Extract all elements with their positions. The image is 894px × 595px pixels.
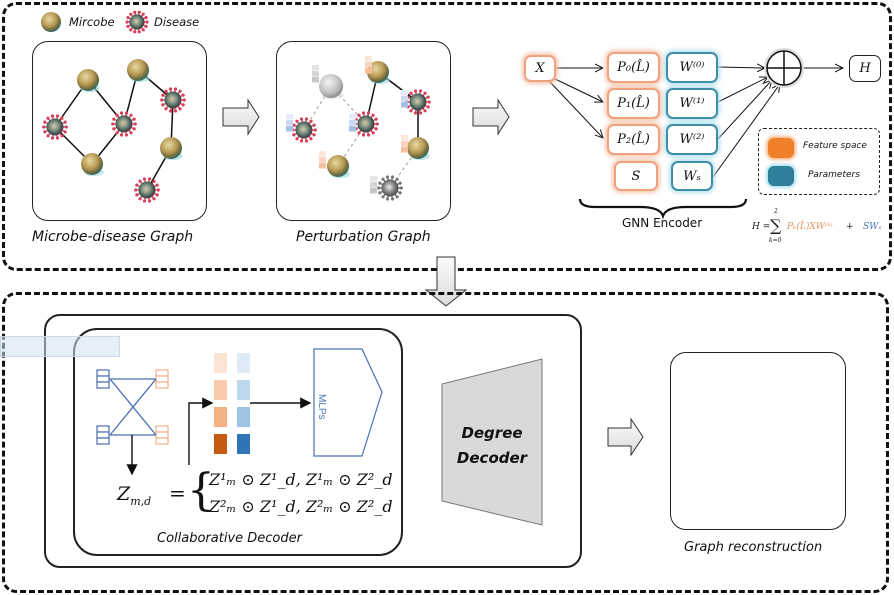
output-h-box: H	[849, 55, 881, 82]
cross-links	[109, 378, 157, 436]
output-h-label: H	[859, 61, 871, 76]
embedding-bar	[349, 114, 356, 132]
formula-plus: +	[846, 222, 854, 232]
interaction-vectors	[214, 353, 250, 454]
microbe-node	[327, 155, 350, 179]
perturbation-graph-caption: Perturbation Graph	[296, 229, 431, 245]
z-brace: {	[187, 465, 215, 516]
disease-node	[111, 111, 137, 137]
formula-term1: Pₖ(L̂)XW⁽ᵏ⁾	[787, 222, 833, 232]
perturbation-graph	[286, 56, 431, 201]
microbe-embedding-2	[96, 425, 110, 445]
disease-node	[42, 114, 68, 140]
embedding-bar	[286, 114, 293, 132]
arrow-to-vectors	[188, 397, 214, 465]
blue-vector-cell	[237, 380, 250, 400]
formula-sum: ∑	[770, 216, 782, 235]
input-x-label: X	[535, 61, 545, 76]
embedding-bar	[401, 90, 408, 108]
p1-label: P₁(L̂)	[617, 96, 650, 111]
formula-sum-top: 2	[774, 208, 778, 215]
feature-box-s: S	[614, 161, 658, 191]
z-lhs: Zm,d	[117, 483, 152, 508]
mlp-label: MLPs	[316, 394, 327, 420]
input-x-box: X	[524, 55, 556, 82]
feature-space-label: Feature space	[803, 141, 867, 151]
feature-box-p1: P₁(L̂)	[607, 88, 660, 119]
feature-box-p0: P₀(L̂)	[607, 52, 660, 83]
microbe-node	[160, 137, 183, 161]
blue-vector-cell	[237, 407, 250, 427]
param-box-w2: W⁽²⁾	[666, 124, 718, 155]
formula-lhs: H =	[752, 222, 771, 232]
encoder-legend-box	[758, 128, 880, 195]
graph-reconstruction-caption: Graph reconstruction	[684, 540, 823, 555]
disease-node	[160, 87, 186, 113]
formula-term2: SWₛ	[863, 222, 882, 232]
degree-decoder-line1: Degree	[461, 424, 523, 442]
gnn-encoder-caption: GNN Encoder	[622, 216, 703, 230]
microbe-node	[407, 137, 430, 161]
embedding-bar	[370, 176, 377, 194]
blue-vector-cell	[237, 353, 250, 373]
embedding-bar	[312, 65, 319, 83]
microbe-disease-graph-caption: Microbe-disease Graph	[32, 229, 194, 245]
blue-vector-cell	[237, 434, 250, 454]
microbe-node	[367, 61, 390, 85]
param-box-w1: W⁽¹⁾	[666, 88, 718, 119]
orange-vector-cell	[214, 407, 227, 427]
collaborative-decoder-caption: Collaborative Decoder	[157, 531, 302, 546]
param-box-ws: Wₛ	[671, 161, 713, 191]
disease-embedding-1	[155, 369, 169, 389]
microbe-embedding-1	[96, 369, 110, 389]
embedding-bar	[365, 56, 372, 74]
feature-space-swatch	[768, 138, 794, 158]
selection-highlight	[0, 336, 120, 357]
p2-label: P₂(L̂)	[617, 132, 650, 147]
parameters-label: Parameters	[808, 170, 860, 180]
p0-label: P₀(L̂)	[617, 60, 650, 75]
z-equals: =	[169, 481, 186, 505]
microbe-node	[81, 153, 104, 177]
mlp-block	[313, 348, 383, 457]
ws-label: Wₛ	[683, 168, 701, 184]
orange-vector-cell	[214, 434, 227, 454]
formula-sum-bottom: k=0	[769, 237, 782, 244]
w1-label: W⁽¹⁾	[679, 96, 705, 111]
degree-decoder-label: Degree Decoder	[442, 421, 542, 471]
microbe-node	[77, 69, 100, 93]
parameters-swatch	[768, 166, 794, 186]
degree-decoder-line2: Decoder	[456, 449, 528, 467]
disease-node	[291, 117, 317, 143]
z-row1: Z¹ₘ ⊙ Z¹_d, Z¹ₘ ⊙ Z²_d	[209, 470, 393, 489]
graph-reconstruction-box	[670, 352, 846, 530]
s-label: S	[631, 168, 641, 184]
orange-vector-cell	[214, 380, 227, 400]
embedding-bar	[401, 135, 408, 153]
bottom-panel	[2, 292, 889, 593]
embedding-bar	[319, 151, 326, 169]
disease-node	[134, 177, 160, 203]
microbe-node	[127, 59, 150, 83]
masked-disease-node	[377, 175, 403, 201]
masked-microbe-node	[319, 74, 344, 100]
w2-label: W⁽²⁾	[679, 132, 705, 147]
param-box-w0: W⁽⁰⁾	[666, 52, 718, 83]
microbe-disease-graph	[42, 59, 186, 203]
z-row2: Z²ₘ ⊙ Z¹_d, Z²ₘ ⊙ Z²_d	[209, 497, 393, 516]
w0-label: W⁽⁰⁾	[679, 60, 705, 75]
microbe-legend-label: Mircobe	[69, 15, 115, 29]
orange-vector-cell	[214, 353, 227, 373]
feature-box-p2: P₂(L̂)	[607, 124, 660, 155]
disease-embedding-2	[155, 425, 169, 445]
disease-legend-label: Disease	[154, 15, 200, 29]
